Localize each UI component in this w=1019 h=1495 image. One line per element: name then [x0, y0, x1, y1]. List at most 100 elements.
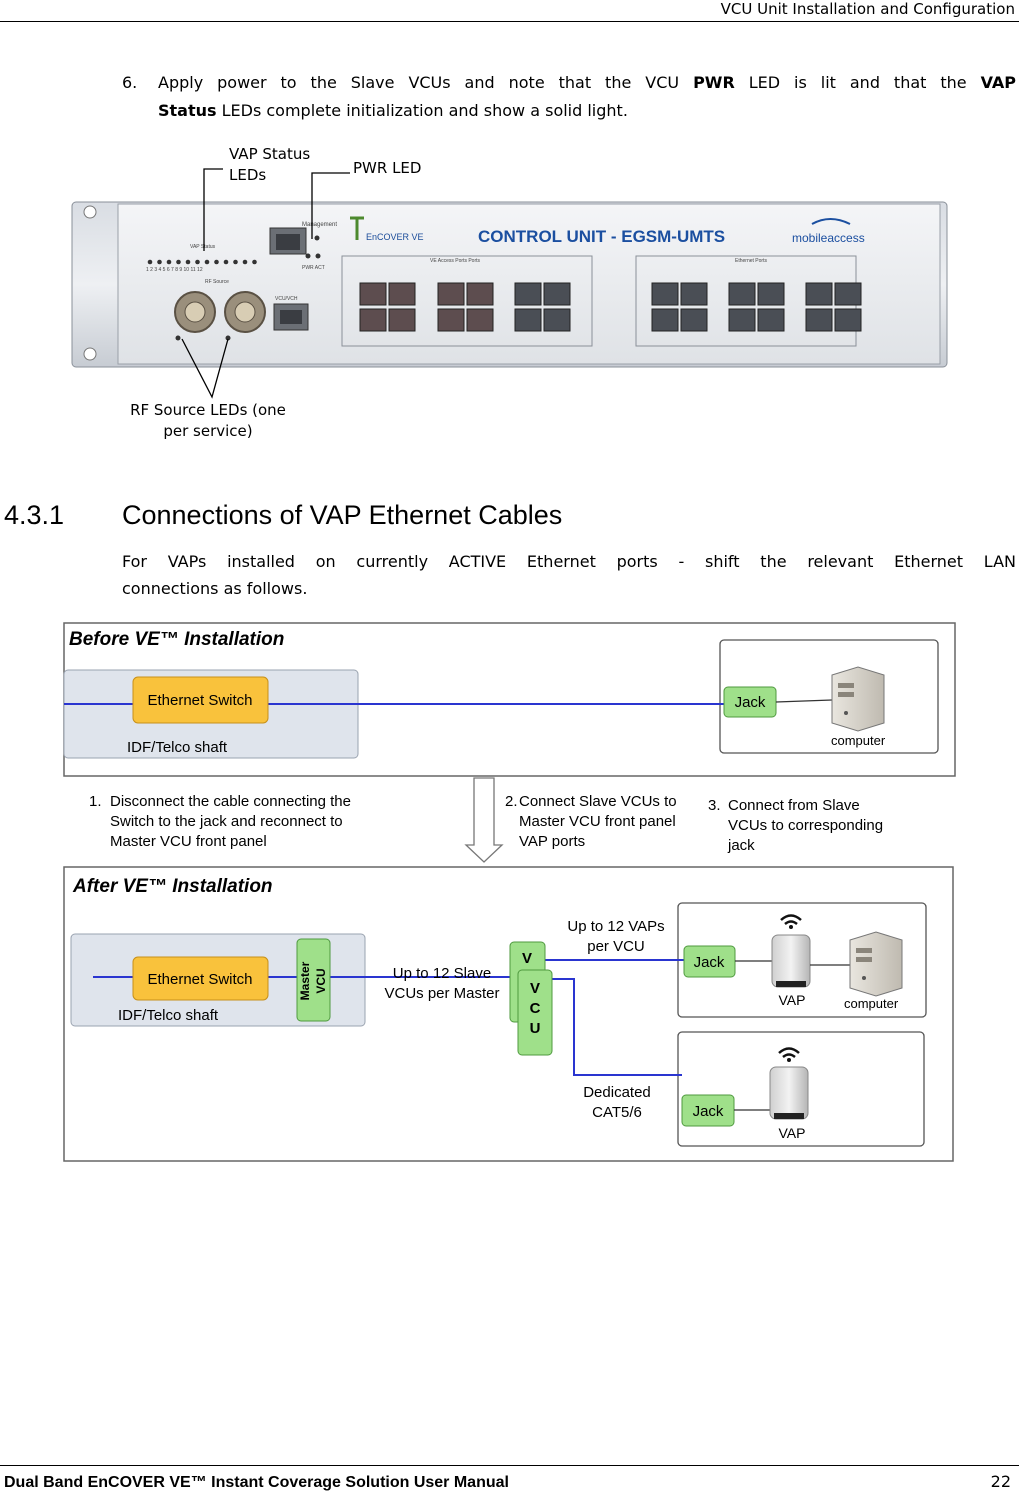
vap-status-led-icon [147, 259, 153, 265]
vap-status-led-icon [166, 259, 172, 265]
rf-led-icon [225, 335, 231, 341]
after-idf-label: IDF/Telco shaft [118, 1007, 219, 1024]
unit-eth-ports-label: Ethernet Ports [735, 258, 767, 264]
after-jack-1-label: Jack [694, 954, 725, 971]
unit-led-numbers: 1 2 3 4 5 6 7 8 9 10 11 12 [146, 267, 203, 273]
callout-line-vap [203, 168, 223, 251]
rj45-port [466, 308, 494, 332]
rack-hole-icon [83, 205, 97, 219]
rj45-port [543, 282, 571, 306]
vap-device-1-icon [771, 934, 811, 988]
rf-led-icon [175, 335, 181, 341]
rj45-port [834, 282, 862, 306]
vap-2-label: VAP [779, 1125, 806, 1141]
slave-vcu-front [517, 969, 553, 1056]
vap-status-led-icon [214, 259, 219, 265]
step6-text-a: Apply power to the Slave VCUs and note t… [158, 73, 694, 92]
unit-logo: mobileaccess [792, 231, 865, 245]
before-computer-cable [775, 699, 833, 703]
before-jack-label: Jack [735, 694, 766, 711]
rj45-port [543, 308, 571, 332]
master-vcu [296, 938, 331, 1022]
rj45-port [388, 282, 416, 306]
vap-device-2-icon [769, 1066, 809, 1120]
step6-text-b: LED is lit and that the [734, 73, 981, 92]
vap-status-led-icon [185, 259, 191, 265]
step1-line1: Disconnect the cable connecting the [110, 793, 351, 810]
act-led-icon [315, 253, 321, 259]
before-room-box [719, 639, 939, 754]
rf-connector-core [234, 301, 256, 323]
callout-rf-line2: per service) [163, 422, 253, 440]
rj45-port [514, 282, 542, 306]
up-to-slave-2: VCUs per Master [384, 985, 499, 1002]
before-ethernet-switch [132, 676, 269, 724]
wifi-icon [780, 914, 802, 929]
rj45-port [757, 308, 785, 332]
after-ethernet-switch [132, 956, 269, 1001]
step1-number: 1. [89, 793, 102, 810]
section-title: Connections of VAP Ethernet Cables [122, 500, 563, 530]
before-computer-label: computer [831, 733, 886, 748]
intro-line2: connections as follows. [122, 579, 308, 598]
vap-status-led-icon [223, 259, 229, 265]
step6-pwr: PWR [693, 73, 735, 92]
vap-base [776, 981, 806, 987]
vap-status-led-icon [176, 259, 181, 265]
step3-number: 3. [708, 797, 721, 814]
rj45-port [514, 308, 542, 332]
step2-line3: VAP ports [519, 833, 585, 850]
wifi-icon [778, 1047, 800, 1062]
rj45-port [359, 282, 387, 306]
rj45-port [757, 282, 785, 306]
page-header: VCU Unit Installation and Configuration [720, 0, 1015, 18]
section-number: 4.3.1 [4, 500, 65, 530]
rf-connector-core [184, 301, 206, 323]
rj45-port [680, 282, 708, 306]
header-rule [0, 21, 1019, 22]
slave-vcu-letter-c: C [530, 1000, 541, 1017]
up-to-slave-1: Up to 12 Slave [393, 965, 491, 982]
page-number: 22 [990, 1472, 1011, 1491]
step6-line2: Status LEDs complete initialization and … [158, 99, 628, 123]
after-computer-icon [849, 931, 903, 997]
callout-vap-status-line2: LEDs [229, 166, 267, 184]
rj45-port [359, 308, 387, 332]
rj45-port [728, 282, 756, 306]
rj45-port [466, 282, 494, 306]
callout-line-pwr [311, 172, 350, 239]
callout-rf-source: RF Source LEDs (one per service) [108, 400, 308, 442]
step3-line3: jack [727, 837, 755, 854]
vap-status-led-icon [252, 259, 257, 265]
rj45-port [651, 308, 679, 332]
rj45-port [680, 308, 708, 332]
logo-swoosh-icon [811, 218, 851, 225]
vcu-port [273, 303, 309, 331]
before-switch-label: Ethernet Switch [147, 692, 252, 709]
step6-line1: Apply power to the Slave VCUs and note t… [158, 71, 1016, 95]
pwr-led-icon [305, 253, 311, 259]
unit-ve-ports-label: VE Access Ports Ports [430, 258, 481, 264]
step2-line2: Master VCU front panel [519, 813, 676, 830]
led-icon [314, 235, 320, 241]
port-socket [276, 234, 300, 250]
callout-rf-line1: RF Source LEDs (one [130, 401, 286, 419]
unit-title: CONTROL UNIT - EGSM-UMTS [478, 227, 725, 246]
unit-mgmt-label: Management [302, 222, 337, 228]
step3-line2: VCUs to corresponding [728, 817, 883, 834]
unit-rf-source-label: RF Source [205, 279, 229, 285]
before-idf-label: IDF/Telco shaft [127, 739, 228, 756]
callout-vap-status: VAP Status LEDs [229, 144, 310, 186]
unit-vap-status-label: VAP Status [190, 244, 216, 250]
control-unit-photo: Management VAP Status 1 2 3 4 5 6 7 8 9 … [71, 168, 948, 399]
after-jack-2-label: Jack [693, 1103, 724, 1120]
before-computer-icon [831, 666, 885, 732]
unit-pwr-act-label: PWR ACT [302, 265, 325, 271]
step1-line3: Master VCU front panel [110, 833, 267, 850]
up-to-vaps-1: Up to 12 VAPs [567, 918, 664, 935]
slave-vcu-back-label: V [522, 950, 532, 967]
after-computer-label: computer [844, 996, 899, 1011]
rj45-port [437, 308, 465, 332]
rj45-port [805, 308, 833, 332]
callout-vap-status-line1: VAP Status [229, 145, 311, 163]
